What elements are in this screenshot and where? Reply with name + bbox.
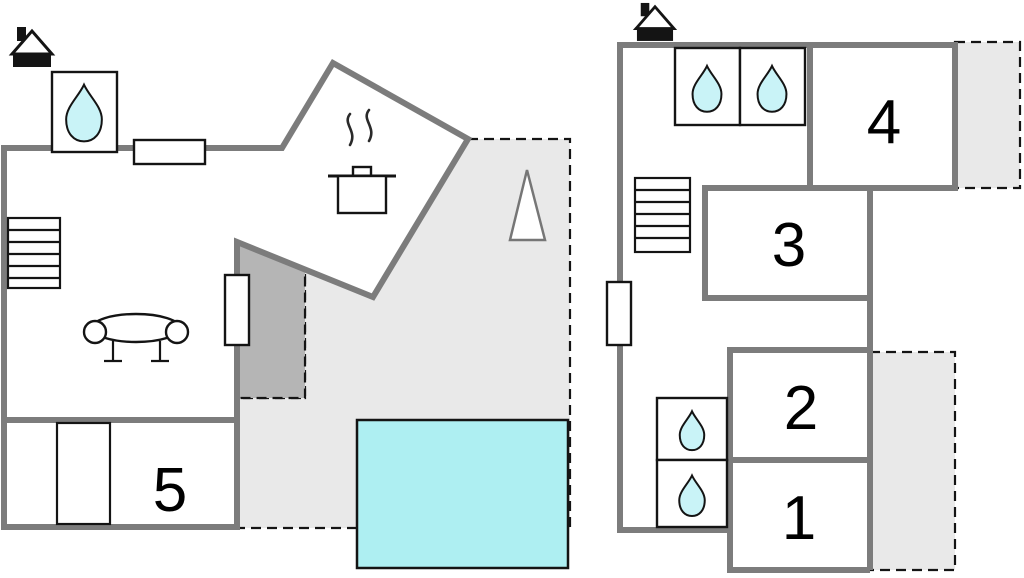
upper-floor-walls xyxy=(617,42,958,573)
chimney-base xyxy=(13,53,51,67)
balcony-area-bottom xyxy=(868,350,957,572)
stairs-icon xyxy=(633,176,692,254)
steam-line-1 xyxy=(346,112,354,147)
sofa-legs xyxy=(104,341,169,363)
balcony-area-top xyxy=(953,40,1022,190)
stairs-treads xyxy=(635,188,690,240)
stairs-treads xyxy=(8,228,60,280)
door-icon xyxy=(605,280,633,347)
house-chimney-icon xyxy=(632,2,678,41)
room-5-label: 5 xyxy=(153,456,187,525)
door-icon xyxy=(223,273,251,347)
house-chimney-icon xyxy=(8,27,56,67)
bed-icon xyxy=(55,421,112,526)
chimney-stack xyxy=(17,27,26,41)
room-4-label: 4 xyxy=(867,88,901,157)
swimming-pool xyxy=(355,418,570,570)
stairs-icon xyxy=(6,216,62,290)
sofa-icon xyxy=(82,312,190,363)
room-2-label: 2 xyxy=(784,374,818,443)
chimney-stack xyxy=(640,2,650,17)
room-3-label: 3 xyxy=(772,211,806,280)
wall-upper-top xyxy=(620,42,958,301)
stove-icon xyxy=(328,108,396,215)
room-1-label: 1 xyxy=(782,484,816,553)
sofa-arm-right xyxy=(164,319,190,345)
tree-icon xyxy=(508,169,547,242)
wall-upper-left xyxy=(617,42,730,533)
upper-floor: 4 3 2 1 xyxy=(605,2,1022,573)
pot-body xyxy=(336,174,388,215)
steam-line-2 xyxy=(365,108,373,143)
sofa-arm-left xyxy=(82,319,108,345)
window-icon xyxy=(132,138,207,166)
chimney-base xyxy=(636,27,674,41)
ground-floor: 5 xyxy=(1,27,572,570)
